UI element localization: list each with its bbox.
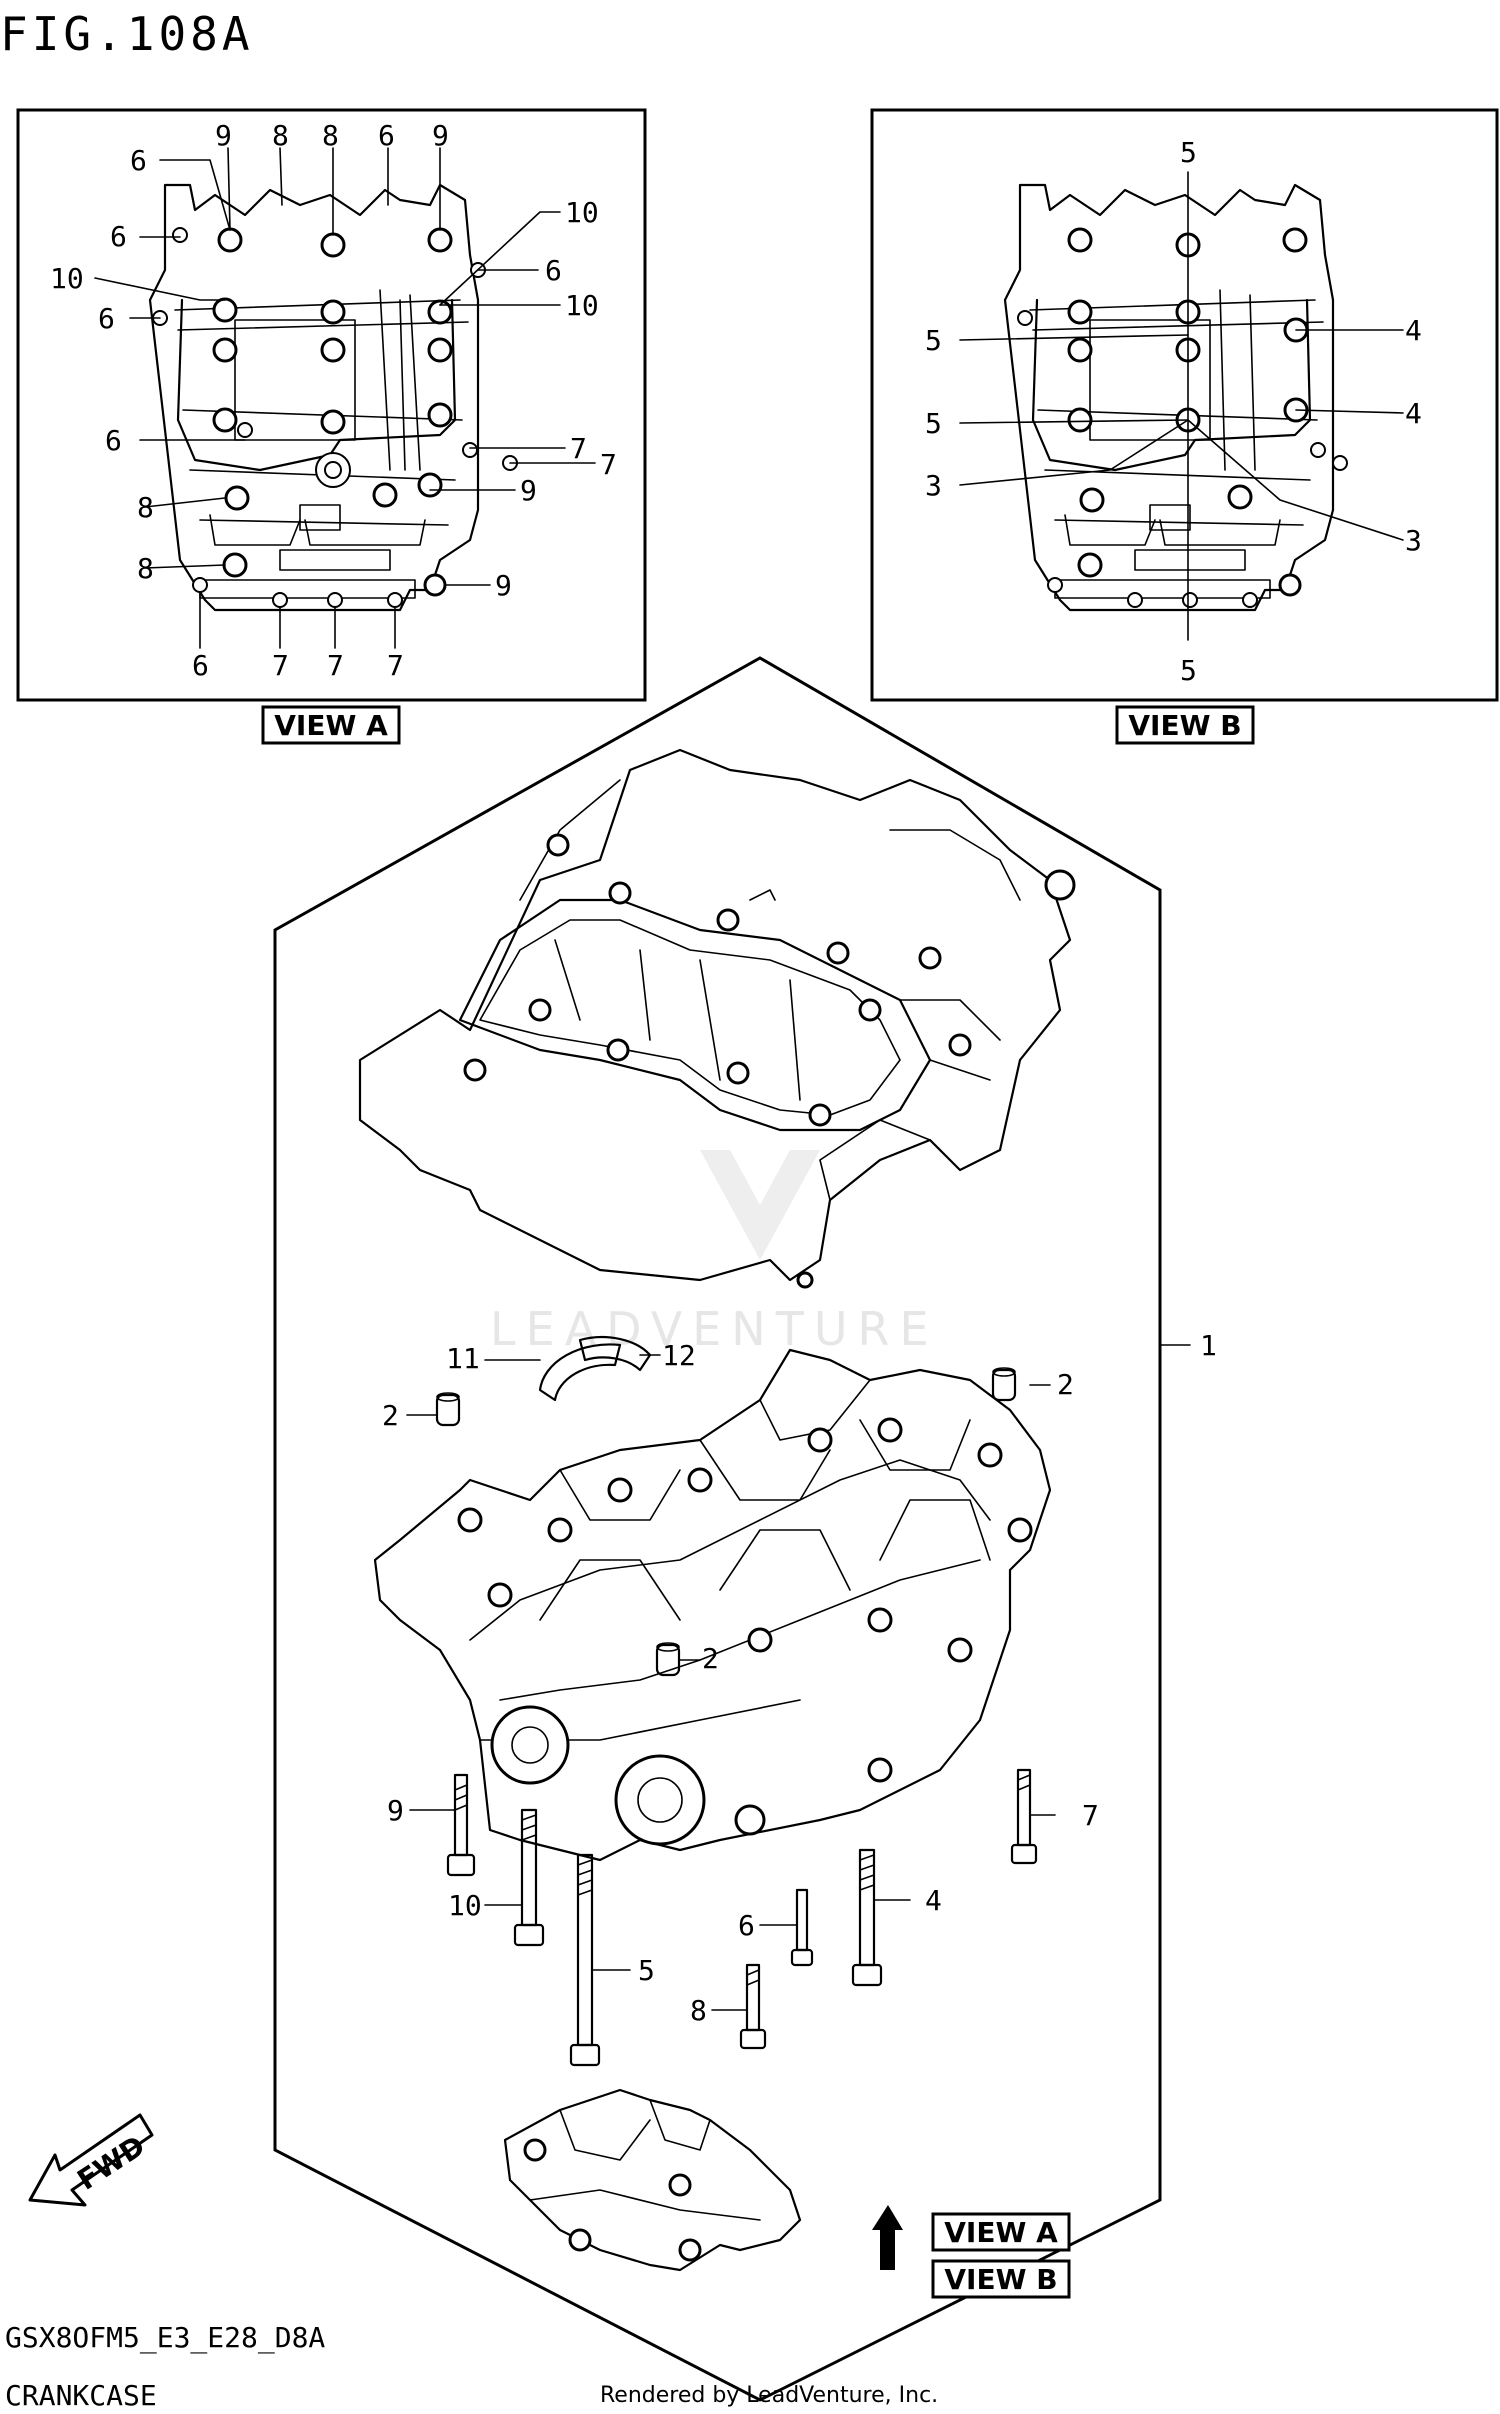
- callout-main-1: 1: [1200, 1329, 1217, 1362]
- view-a-frame: [16, 108, 647, 702]
- callout-main-8: 7: [1082, 1799, 1099, 1832]
- dowel-pins: [435, 1367, 1017, 1677]
- view-a-leaders: [94, 147, 596, 649]
- view-a-callout-labels: 9 6 8 8 6 9 6 10 10 6 6 10 6 7 7 8 9 8 9…: [50, 119, 617, 682]
- callout-main-7: 9: [387, 1794, 404, 1827]
- callout-main-13: 8: [690, 1994, 707, 2027]
- assembly-frame: [273, 656, 1162, 2402]
- callout-a-23: 7: [387, 649, 404, 682]
- view-a-bottom-label: VIEW A: [944, 2216, 1058, 2249]
- callout-a-15: 7: [600, 448, 617, 481]
- view-b-label: VIEW B: [1128, 709, 1241, 742]
- model-code: GSX8OFM5_E3_E28_D8A: [5, 2321, 325, 2355]
- callout-main-11: 6: [738, 1909, 755, 1942]
- callout-b-7: 3: [1405, 524, 1422, 557]
- callout-a-9: 10: [565, 196, 599, 229]
- main-callout-labels: 1 2 11 12 2 2 9 7 10 4 6 5 8: [382, 1329, 1217, 2027]
- callout-a-4: 8: [322, 119, 339, 152]
- lower-crankcase: [373, 1348, 1052, 1862]
- callout-a-17: 9: [520, 474, 537, 507]
- callout-a-11: 6: [545, 254, 562, 287]
- watermark: LEADVENTURE: [490, 1150, 939, 1356]
- callout-b-1: 5: [1180, 136, 1197, 169]
- view-b-bottom-label: VIEW B: [944, 2263, 1057, 2296]
- callout-main-3: 11: [446, 1342, 480, 1375]
- callout-b-2: 5: [925, 324, 942, 357]
- callout-b-6: 3: [925, 469, 942, 502]
- callout-a-1: 9: [215, 119, 232, 152]
- view-a-drawing: [148, 183, 518, 612]
- view-b-label-box: VIEW B: [1115, 705, 1255, 745]
- callout-a-14: 7: [570, 432, 587, 465]
- main-leaders: [406, 1344, 1191, 2011]
- callout-main-9: 10: [448, 1889, 482, 1922]
- callout-main-6: 2: [702, 1642, 719, 1675]
- callout-b-8: 5: [1180, 654, 1197, 687]
- view-a-label: VIEW A: [274, 709, 388, 742]
- up-arrow-icon: [872, 2205, 903, 2270]
- callout-a-10: 6: [98, 302, 115, 335]
- callout-a-16: 8: [137, 491, 154, 524]
- fwd-arrow-icon: FWD: [28, 2113, 154, 2207]
- callout-b-5: 4: [1405, 397, 1422, 430]
- callout-a-22: 7: [327, 649, 344, 682]
- view-b-leaders: [959, 171, 1404, 641]
- callout-a-18: 8: [137, 552, 154, 585]
- rendered-by: Rendered by LeadVenture, Inc.: [600, 2383, 938, 2408]
- view-b-bottom-box: VIEW B: [931, 2259, 1071, 2299]
- callout-main-12: 5: [638, 1954, 655, 1987]
- callout-a-21: 7: [272, 649, 289, 682]
- callout-main-10: 4: [925, 1884, 942, 1917]
- callout-b-3: 4: [1405, 314, 1422, 347]
- callout-a-3: 8: [272, 119, 289, 152]
- callout-main-4: 12: [662, 1339, 696, 1372]
- callout-main-5: 2: [382, 1399, 399, 1432]
- watermark-text: LEADVENTURE: [490, 1302, 939, 1356]
- callout-a-6: 9: [432, 119, 449, 152]
- lower-bearing-housing: [503, 2088, 802, 2272]
- upper-crankcase: [358, 748, 1076, 1289]
- figure-title: FIG.108A: [0, 7, 254, 61]
- view-b-frame: [870, 108, 1499, 702]
- view-b-callout-labels: 5 5 4 5 4 3 3 5: [925, 136, 1422, 687]
- callout-a-19: 9: [495, 569, 512, 602]
- callout-a-20: 6: [192, 649, 209, 682]
- bolts: [446, 1768, 1038, 2067]
- callout-a-7: 6: [110, 220, 127, 253]
- callout-a-12: 10: [565, 289, 599, 322]
- view-a-bottom-box: VIEW A: [931, 2212, 1071, 2252]
- section-name: CRANKCASE: [5, 2379, 157, 2412]
- callout-a-13: 6: [105, 424, 122, 457]
- view-a-label-box: VIEW A: [261, 705, 401, 745]
- callout-a-8: 10: [50, 262, 84, 295]
- callout-b-4: 5: [925, 407, 942, 440]
- view-b-drawing: [1003, 183, 1348, 612]
- callout-a-2: 6: [130, 144, 147, 177]
- callout-main-2: 2: [1057, 1368, 1074, 1401]
- callout-a-5: 6: [378, 119, 395, 152]
